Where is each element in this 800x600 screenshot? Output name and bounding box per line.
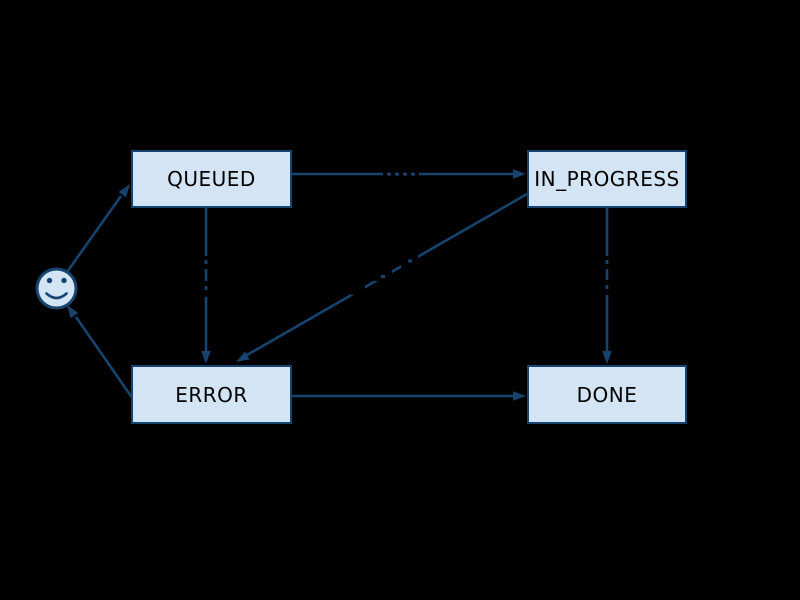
- edge-error-to-actor: [67, 305, 135, 400]
- edge-actor-to-queued: [65, 184, 130, 273]
- edge-error-to-done: [292, 391, 526, 401]
- state-label-in-progress: IN_PROGRESS: [534, 167, 680, 191]
- state-label-queued: QUEUED: [167, 167, 256, 191]
- edge-queued-to-error: [198, 208, 214, 364]
- arrowhead: [67, 305, 79, 319]
- edge-in-progress-to-done: [599, 208, 615, 364]
- arrowhead: [118, 184, 130, 198]
- state-node-error: ERROR: [131, 365, 292, 424]
- state-label-error: ERROR: [175, 382, 248, 407]
- arrowhead: [513, 391, 526, 401]
- state-label-done: DONE: [576, 382, 638, 407]
- edge-label-occlusion: [383, 166, 419, 182]
- arrowhead: [602, 351, 612, 364]
- state-node-done: DONE: [527, 365, 687, 424]
- edge-queued-to-in-progress: [292, 166, 526, 182]
- edge-in-progress-to-error: [236, 192, 528, 362]
- state-node-in-progress: IN_PROGRESS: [527, 150, 687, 208]
- smiley-face-icon: [35, 267, 78, 310]
- arrowhead: [236, 351, 250, 362]
- edge-label-occlusion: [351, 284, 365, 295]
- state-node-queued: QUEUED: [131, 150, 292, 208]
- arrowhead: [513, 169, 526, 179]
- arrowhead: [201, 351, 211, 364]
